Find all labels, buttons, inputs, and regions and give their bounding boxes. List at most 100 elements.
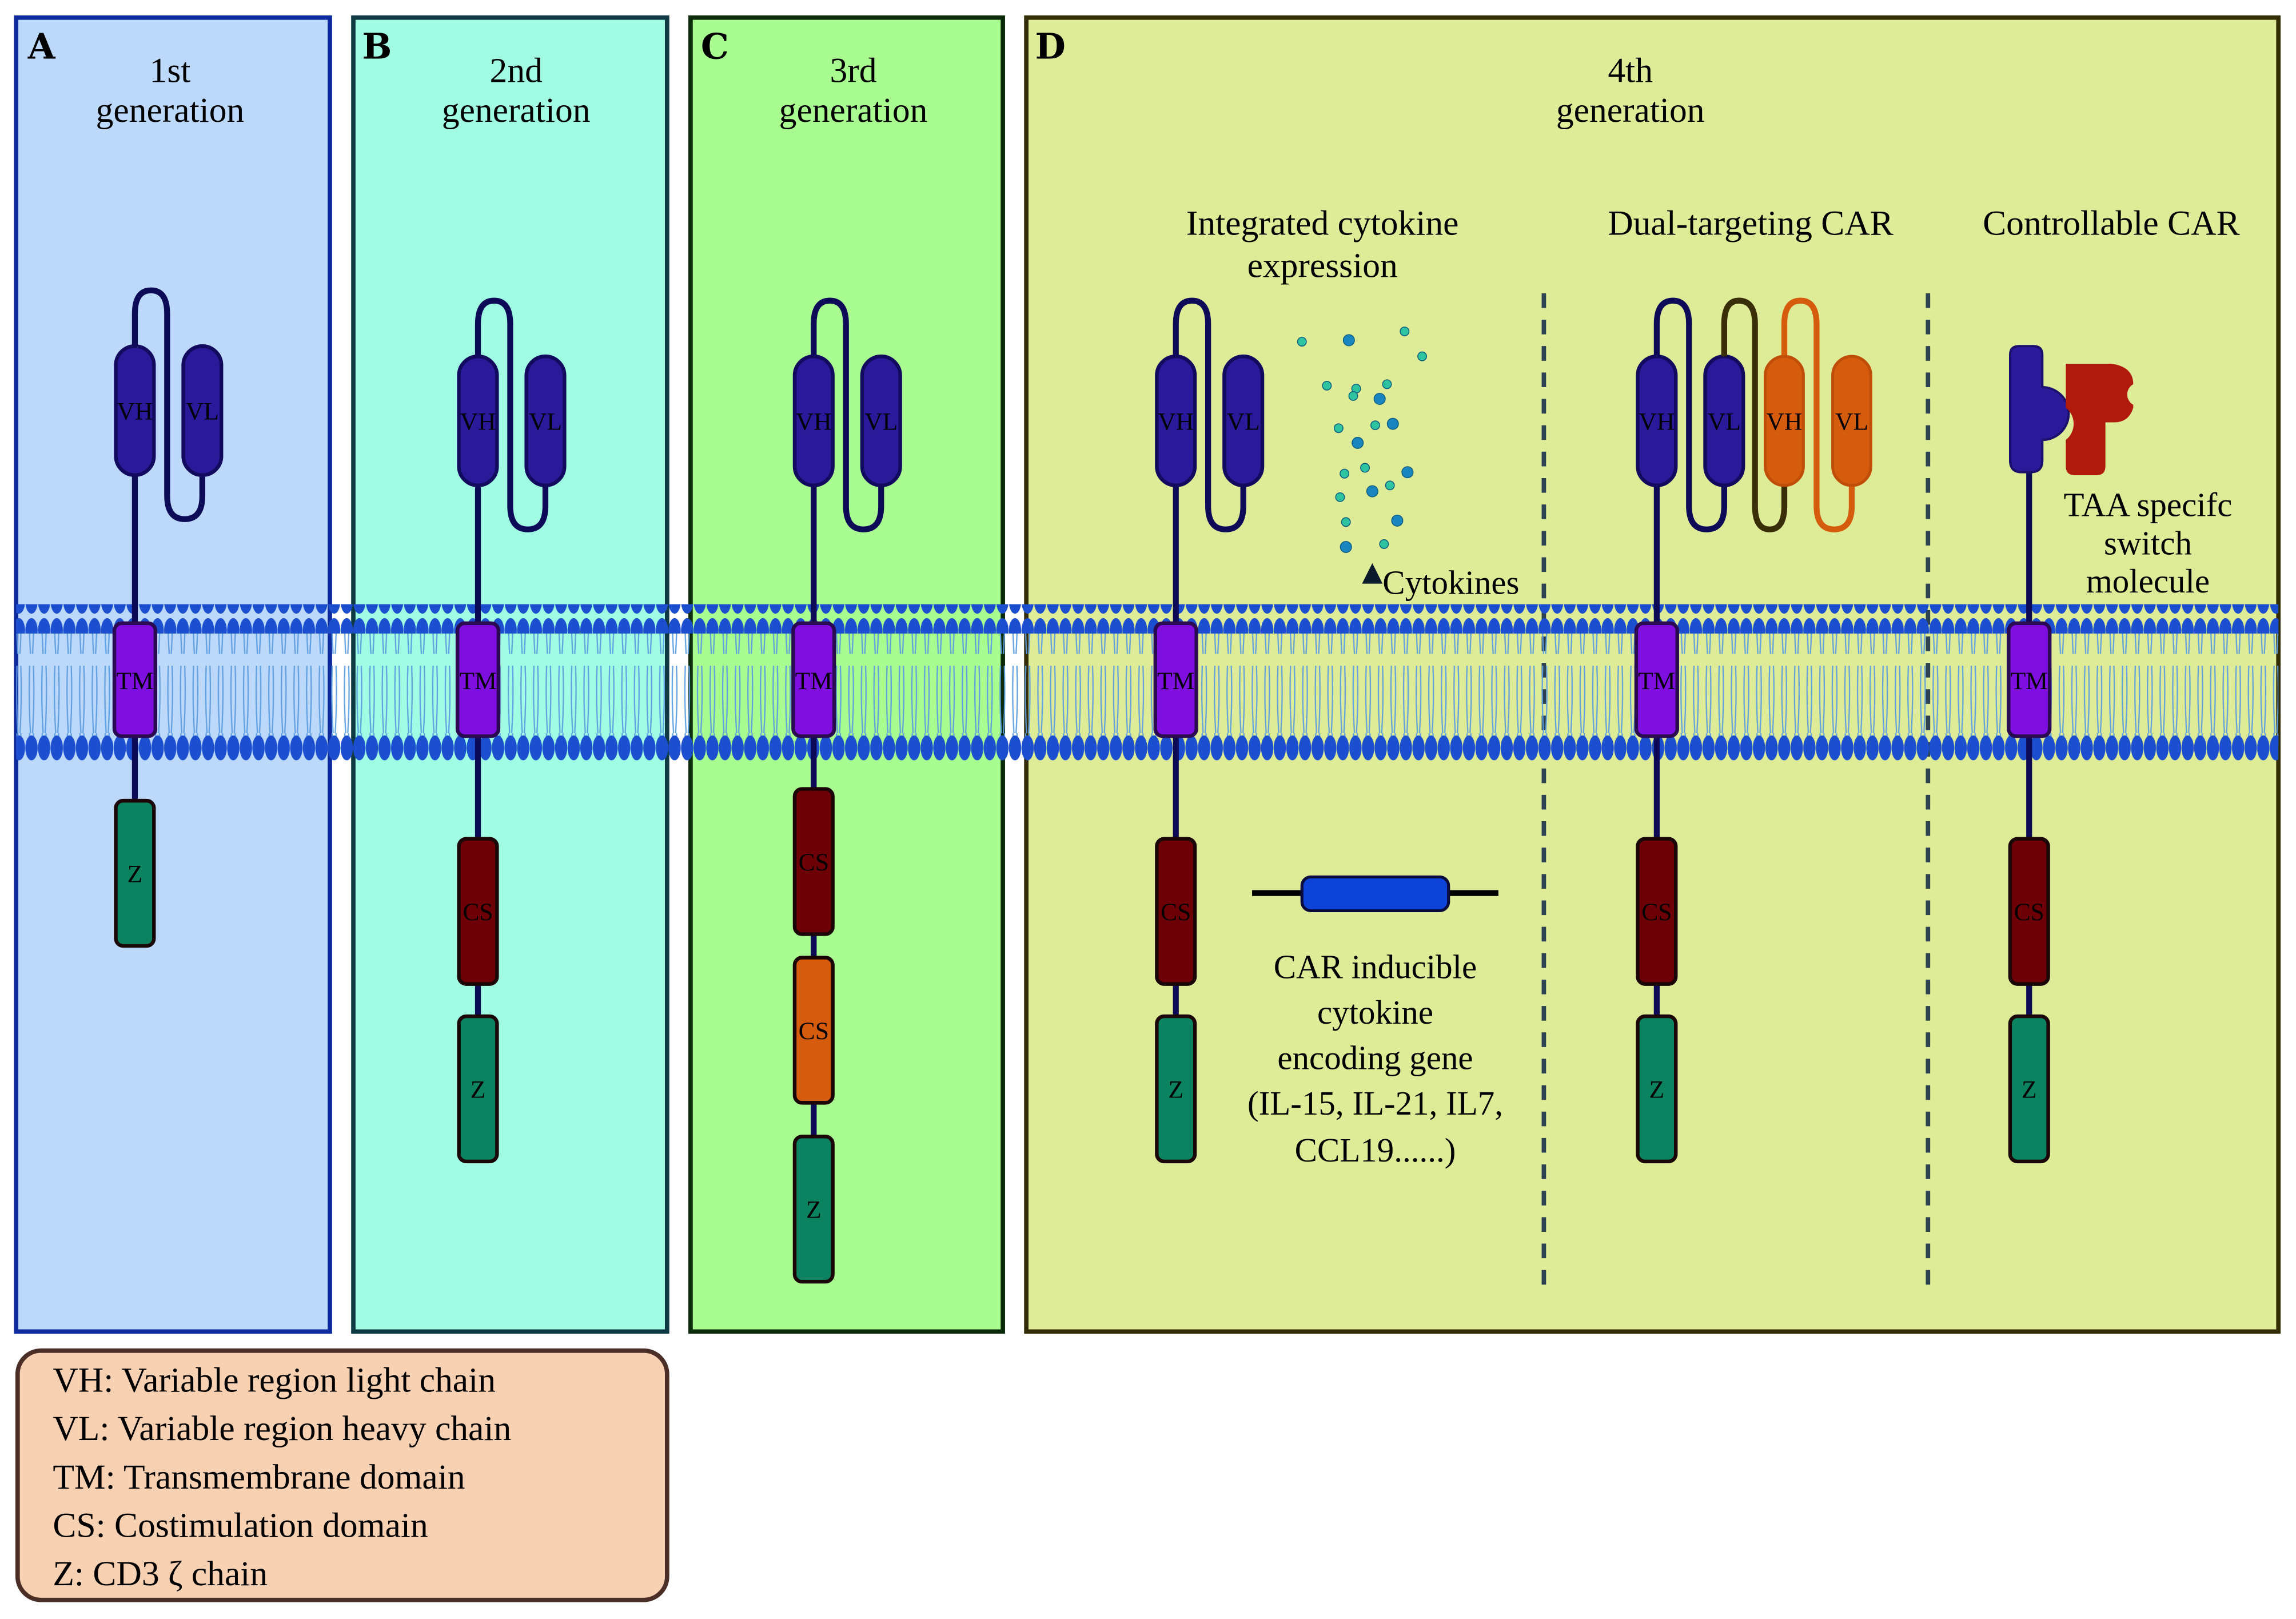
- vl-label: VL: [864, 408, 898, 435]
- z-domain-label: Z: [806, 1196, 822, 1224]
- z-domain: [114, 798, 156, 948]
- tm-domain: [455, 621, 501, 738]
- scfv-linker: [811, 297, 884, 532]
- vl-domain: [860, 354, 902, 487]
- tm-domain: [1634, 621, 1679, 738]
- tm-label: TM: [2011, 667, 2048, 695]
- cytokine-particle: [1391, 514, 1404, 527]
- scfv-linker: [1173, 297, 1246, 532]
- switch-label-line2: switch: [2104, 524, 2192, 562]
- cs-domain-label: CS: [1161, 898, 1191, 926]
- arrow-head-icon: [1362, 563, 1383, 584]
- membrane-inner-heads: [16, 731, 2279, 761]
- cytokine-particle: [1322, 380, 1332, 391]
- cytokine-particle: [1370, 420, 1380, 431]
- vl-domain: [181, 344, 224, 478]
- cytokine-particle: [1379, 539, 1389, 549]
- cs-domain: [1636, 837, 1678, 986]
- z-domain: [1155, 1014, 1197, 1164]
- vh-domain: [457, 354, 499, 487]
- legend-item: TM: Transmembrane domain: [53, 1458, 465, 1497]
- panel-a-title-line1: 1st: [150, 51, 191, 90]
- z-domain-label: Z: [471, 1076, 486, 1103]
- panel-d-letter: D: [1035, 26, 1066, 67]
- scfv-linker: [1653, 297, 1727, 532]
- cytokine-particle: [1382, 379, 1392, 389]
- cs-domain: [1155, 837, 1197, 986]
- tm-domain: [112, 621, 158, 738]
- vl-domain: [1703, 354, 1745, 487]
- vl-domain: [1222, 354, 1265, 487]
- cytokine-particle: [1373, 392, 1386, 405]
- gene-label-line4: (IL-15, IL-21, IL7,: [1247, 1084, 1503, 1122]
- gene-cassette: [1300, 875, 1450, 913]
- cs-domain: [457, 837, 499, 986]
- switch-molecule: TAA specifc switch molecule: [2064, 363, 2233, 600]
- panel-d-title-line2: generation: [1556, 91, 1705, 130]
- legend-item: VL: Variable region heavy chain: [53, 1409, 511, 1448]
- vl-label: VL: [1227, 408, 1260, 435]
- cytokine-particle: [1417, 351, 1428, 361]
- dual-linker: [1721, 297, 1788, 532]
- cs-domain: [2008, 837, 2050, 986]
- controllable-section-title: Controllable CAR: [1983, 204, 2240, 242]
- vh-label: VH: [460, 408, 496, 435]
- cytokine-particle: [1341, 517, 1351, 527]
- vl-label-2: VL: [1835, 408, 1868, 435]
- z-domain: [457, 1014, 499, 1164]
- cytokine-particle: [1348, 391, 1358, 401]
- cytokine-gene: CAR inducible cytokine encoding gene (IL…: [1247, 875, 1503, 1169]
- cs-domain-2: [792, 956, 835, 1105]
- cytokine-particle: [1400, 327, 1410, 336]
- cell-membrane: [16, 604, 2279, 761]
- z-domain-label: Z: [1649, 1076, 1665, 1103]
- cytokine-particle: [1335, 492, 1345, 502]
- vl-domain-2: [1831, 355, 1872, 487]
- cytokines-label: Cytokines: [1382, 564, 1519, 602]
- cs-domain: [792, 787, 835, 936]
- cytokine-secretion-arrow: Cytokines: [1362, 563, 1519, 855]
- legend-item: CS: Costimulation domain: [53, 1506, 428, 1545]
- panel-a-title-line2: generation: [96, 91, 245, 130]
- cs-domain-label: CS: [2014, 898, 2044, 926]
- panel-b-title-line1: 2nd: [490, 51, 543, 90]
- legend-box: [15, 1348, 669, 1602]
- z-domain-label: Z: [1168, 1076, 1183, 1103]
- vh-label: VH: [796, 408, 832, 435]
- z-domain-label: Z: [127, 860, 143, 888]
- switch-label-line1: TAA specifc: [2064, 486, 2233, 524]
- membrane-tails: [16, 620, 2279, 747]
- cytokine-particle: [1340, 540, 1352, 554]
- gene-label-line5: CCL19......): [1295, 1131, 1456, 1169]
- z-domain-label: Z: [2022, 1076, 2037, 1103]
- vh-domain: [1155, 354, 1197, 487]
- cytokine-particles: [1297, 327, 1428, 554]
- vh-label-2: VH: [1767, 408, 1803, 435]
- legend-item: Z: CD3 ζ chain: [53, 1554, 268, 1593]
- cytokine-particle: [1333, 423, 1344, 433]
- vh-domain: [792, 354, 835, 487]
- vh-domain: [114, 344, 156, 478]
- cs-domain-label: CS: [799, 849, 829, 876]
- cytokine-particle: [1401, 466, 1414, 479]
- cytokine-particle: [1360, 463, 1370, 473]
- switch-molecule-shape: [2066, 363, 2134, 475]
- vl-label: VL: [529, 408, 562, 435]
- tm-label: TM: [116, 667, 153, 695]
- z-domain: [1636, 1014, 1678, 1164]
- vl-domain: [524, 354, 567, 487]
- tm-label: TM: [1638, 667, 1675, 695]
- orange-scfv-linker: [1781, 297, 1855, 532]
- cytokine-particle: [1386, 417, 1399, 430]
- cytokine-section-title-line1: Integrated cytokine: [1186, 204, 1459, 242]
- scfv-linker: [131, 287, 206, 522]
- z-domain: [792, 1135, 835, 1284]
- cytokine-particle: [1342, 334, 1355, 347]
- cytokine-particle: [1352, 436, 1364, 449]
